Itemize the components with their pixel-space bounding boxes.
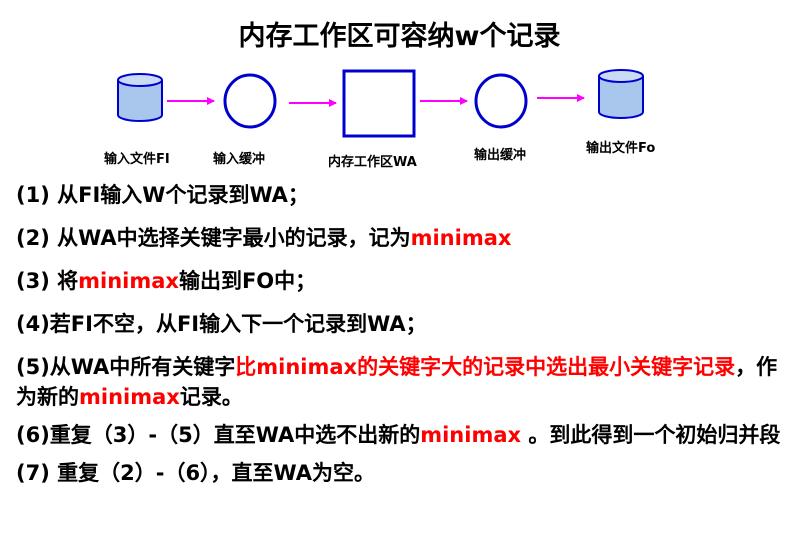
page-title: 内存工作区可容纳w个记录 (238, 21, 561, 52)
step-2-minimax: minimax (410, 226, 512, 250)
step-3-text-b: 输出到FO中； (178, 269, 317, 293)
step-5-text-a: (5)从WA中所有关键字 (16, 355, 236, 379)
step-6-minimax: minimax (420, 423, 522, 447)
input-buffer-circle (223, 73, 277, 129)
step-5-text-b: ，作为新的 (16, 355, 778, 409)
step-5: (5)从WA中所有关键字比minimax的关键字大的记录中选出最小关键字记录，作… (16, 352, 791, 412)
step-5-minimax: minimax (79, 385, 180, 409)
step-5-text-c: 记录。 (179, 385, 243, 409)
output-file-label: 输出文件Fo (586, 141, 656, 156)
step-list: (1) 从FI输入W个记录到WA； (2) 从WA中选择关键字最小的记录，记为m… (16, 180, 791, 501)
step-7-text: (7) 重复（2）-（6），直至WA为空。 (16, 461, 376, 485)
step-6: (6)重复（3）-（5）直至WA中选不出新的minimax 。到此得到一个初始归… (16, 420, 791, 450)
step-1: (1) 从FI输入W个记录到WA； (16, 180, 791, 210)
input-file-label: 输入文件FI (104, 152, 170, 167)
step-3: (3) 将minimax输出到FO中； (16, 266, 791, 296)
output-file-cylinder-icon (598, 69, 644, 119)
input-file-cylinder-icon (117, 73, 163, 122)
step-3-minimax: minimax (78, 269, 179, 293)
work-area-square (342, 69, 416, 138)
step-4: (4)若FI不空，从FI输入下一个记录到WA； (16, 309, 791, 339)
step-1-text: (1) 从FI输入W个记录到WA； (16, 183, 309, 207)
step-4-text: (4)若FI不空，从FI输入下一个记录到WA； (16, 312, 427, 336)
flow-diagram (117, 69, 644, 138)
step-7: (7) 重复（2）-（6），直至WA为空。 (16, 458, 791, 488)
step-2: (2) 从WA中选择关键字最小的记录，记为minimax (16, 223, 791, 253)
output-buffer-label: 输出缓冲 (474, 148, 527, 163)
step-3-text-a: (3) 将 (16, 269, 79, 293)
step-6-text-b: 。到此得到一个初始归并段 (521, 423, 781, 447)
step-5-highlight: 比minimax的关键字大的记录中选出最小关键字记录 (235, 355, 736, 379)
work-area-label: 内存工作区WA (328, 155, 417, 170)
output-buffer-circle (474, 73, 528, 129)
step-6-text-a: (6)重复（3）-（5）直至WA中选不出新的 (16, 423, 421, 447)
input-buffer-label: 输入缓冲 (213, 152, 266, 167)
step-2-text: (2) 从WA中选择关键字最小的记录，记为 (16, 226, 411, 250)
